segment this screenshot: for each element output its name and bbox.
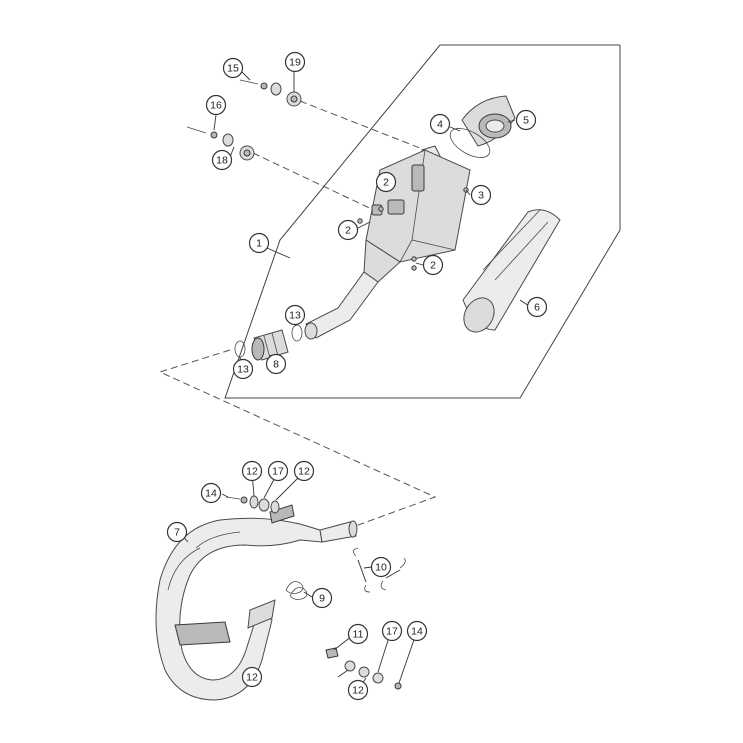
silencer-assembly-frame	[224, 44, 621, 399]
callout-label: 12	[246, 466, 258, 478]
callout-circle	[241, 460, 263, 482]
callout-circle	[241, 666, 263, 688]
callout-label: 18	[216, 155, 228, 167]
leader-lines	[179, 69, 530, 691]
callout-17: 17	[381, 620, 403, 642]
callout-2: 2	[337, 219, 359, 241]
callout-13: 13	[284, 304, 306, 326]
callout-circle	[406, 620, 428, 642]
callout-label: 4	[437, 119, 443, 131]
callout-5: 5	[515, 109, 537, 131]
callout-circle	[347, 679, 369, 701]
callout-label: 19	[289, 57, 301, 69]
callout-14: 14	[406, 620, 428, 642]
callout-13: 13	[232, 358, 254, 380]
callout-circle	[526, 296, 548, 318]
callout-circle	[265, 353, 287, 375]
callout-16: 16	[205, 94, 227, 116]
end-cap-gasket	[449, 128, 491, 158]
callout-label: 17	[386, 626, 398, 638]
callout-19: 19	[284, 51, 306, 73]
callout-circle	[248, 232, 270, 254]
callout-12: 12	[293, 460, 315, 482]
callout-18: 18	[211, 149, 233, 171]
callout-circle	[232, 358, 254, 380]
callout-8: 8	[265, 353, 287, 375]
callout-circle	[375, 171, 397, 193]
callout-circle	[200, 482, 222, 504]
callout-2: 2	[422, 254, 444, 276]
callout-circle	[515, 109, 537, 131]
callout-label: 12	[298, 466, 310, 478]
callout-label: 17	[272, 466, 284, 478]
callout-10: 10	[370, 556, 392, 578]
callout-circle	[205, 94, 227, 116]
callout-15: 15	[222, 57, 244, 79]
callout-circle	[293, 460, 315, 482]
callout-circle	[337, 219, 359, 241]
callout-17: 17	[267, 460, 289, 482]
end-cap	[461, 95, 516, 147]
callout-7: 7	[166, 521, 188, 543]
callout-11: 11	[347, 623, 369, 645]
assembly-dashed-lines	[158, 100, 437, 529]
upper-fasteners	[186, 79, 302, 161]
callout-3: 3	[470, 184, 492, 206]
callout-circle	[422, 254, 444, 276]
callout-4: 4	[429, 113, 451, 135]
callout-label: 2	[383, 177, 389, 189]
callout-circle	[211, 149, 233, 171]
lower-fasteners	[225, 495, 402, 690]
callout-6: 6	[526, 296, 548, 318]
callout-12: 12	[347, 679, 369, 701]
callout-label: 8	[273, 359, 279, 371]
callout-label: 12	[246, 672, 258, 684]
callout-circle	[222, 57, 244, 79]
callout-label: 2	[430, 260, 436, 272]
callout-label: 15	[227, 63, 239, 75]
callout-circle	[267, 460, 289, 482]
callout-label: 16	[210, 100, 222, 112]
callout-circle	[284, 51, 306, 73]
callout-circle	[470, 184, 492, 206]
callout-circle	[370, 556, 392, 578]
callout-label: 7	[174, 527, 180, 539]
callout-circle	[347, 623, 369, 645]
callout-label: 1	[256, 238, 262, 250]
callout-label: 12	[352, 685, 364, 697]
callout-12: 12	[241, 666, 263, 688]
callout-label: 11	[353, 629, 364, 641]
callout-14: 14	[200, 482, 222, 504]
callout-label: 2	[345, 225, 351, 237]
callout-circle	[166, 521, 188, 543]
callout-12: 12	[241, 460, 263, 482]
callout-circle	[311, 587, 333, 609]
callout-label: 14	[411, 626, 423, 638]
callout-label: 5	[523, 115, 529, 127]
callout-circle	[429, 113, 451, 135]
silencer-rivets	[357, 187, 469, 271]
seal-ring-upper	[291, 324, 303, 342]
callout-label: 6	[534, 302, 540, 314]
callout-label: 10	[375, 562, 387, 574]
callout-2: 2	[375, 171, 397, 193]
callout-circle	[284, 304, 306, 326]
callout-label: 3	[478, 190, 484, 202]
silencer-insert	[462, 209, 561, 333]
callout-9: 9	[311, 587, 333, 609]
callout-1: 1	[248, 232, 270, 254]
callout-label: 9	[319, 593, 325, 605]
callout-circle	[381, 620, 403, 642]
callout-label: 14	[205, 488, 217, 500]
header-pipe	[155, 504, 358, 701]
connecting-sleeve	[251, 329, 289, 361]
callout-label: 13	[237, 364, 249, 376]
callout-label: 13	[289, 310, 301, 322]
